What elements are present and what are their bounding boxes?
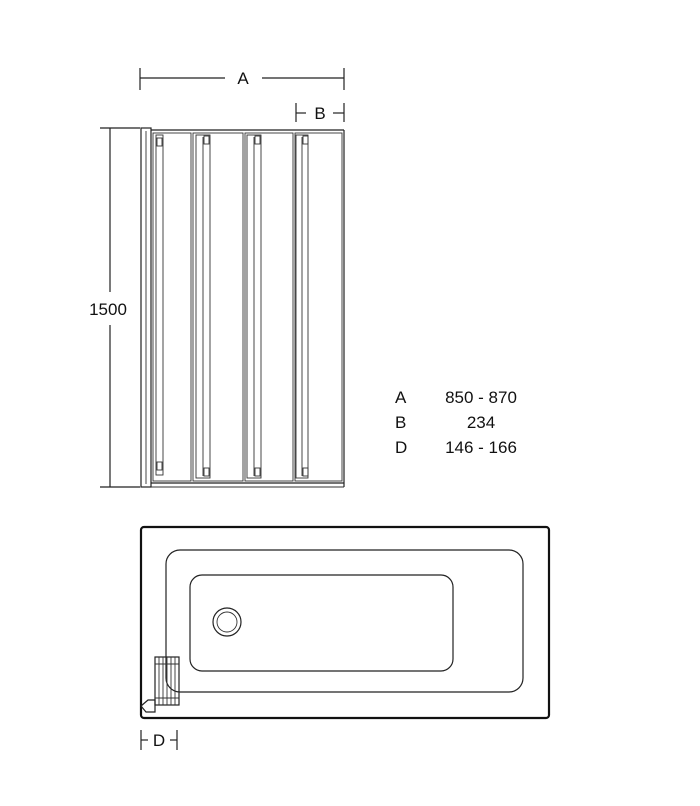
dimension-d-label: D bbox=[153, 731, 165, 750]
dimension-d: D bbox=[140, 730, 178, 750]
screen-panel-1 bbox=[152, 132, 192, 482]
legend-row-b: B 234 bbox=[395, 410, 545, 435]
screen-panel-2 bbox=[192, 132, 244, 482]
screen-panel-3 bbox=[244, 132, 294, 482]
legend-row-a: A 850 - 870 bbox=[395, 385, 545, 410]
legend-value: 146 - 166 bbox=[445, 437, 517, 457]
legend-key: D bbox=[395, 437, 408, 457]
dimension-legend: A 850 - 870 B 234 D 146 - 166 bbox=[395, 385, 545, 460]
bath-screen-elevation bbox=[140, 127, 345, 488]
bath-plan-view bbox=[139, 525, 551, 720]
dimension-b-label: B bbox=[314, 104, 325, 123]
legend-value: 234 bbox=[466, 412, 496, 432]
legend-key: B bbox=[395, 412, 407, 432]
folded-screen-plan bbox=[140, 656, 180, 713]
dimension-height: 1500 bbox=[89, 127, 140, 488]
dimension-a: A bbox=[139, 68, 345, 90]
dimension-height-label: 1500 bbox=[89, 300, 127, 319]
screen-panel-4 bbox=[294, 132, 343, 482]
legend-key: A bbox=[395, 387, 407, 407]
dimension-a-label: A bbox=[237, 69, 249, 88]
waste-outlet-icon bbox=[212, 607, 242, 637]
dimension-b: B bbox=[295, 103, 345, 123]
legend-row-d: D 146 - 166 bbox=[395, 435, 545, 460]
legend-value: 850 - 870 bbox=[445, 387, 517, 407]
